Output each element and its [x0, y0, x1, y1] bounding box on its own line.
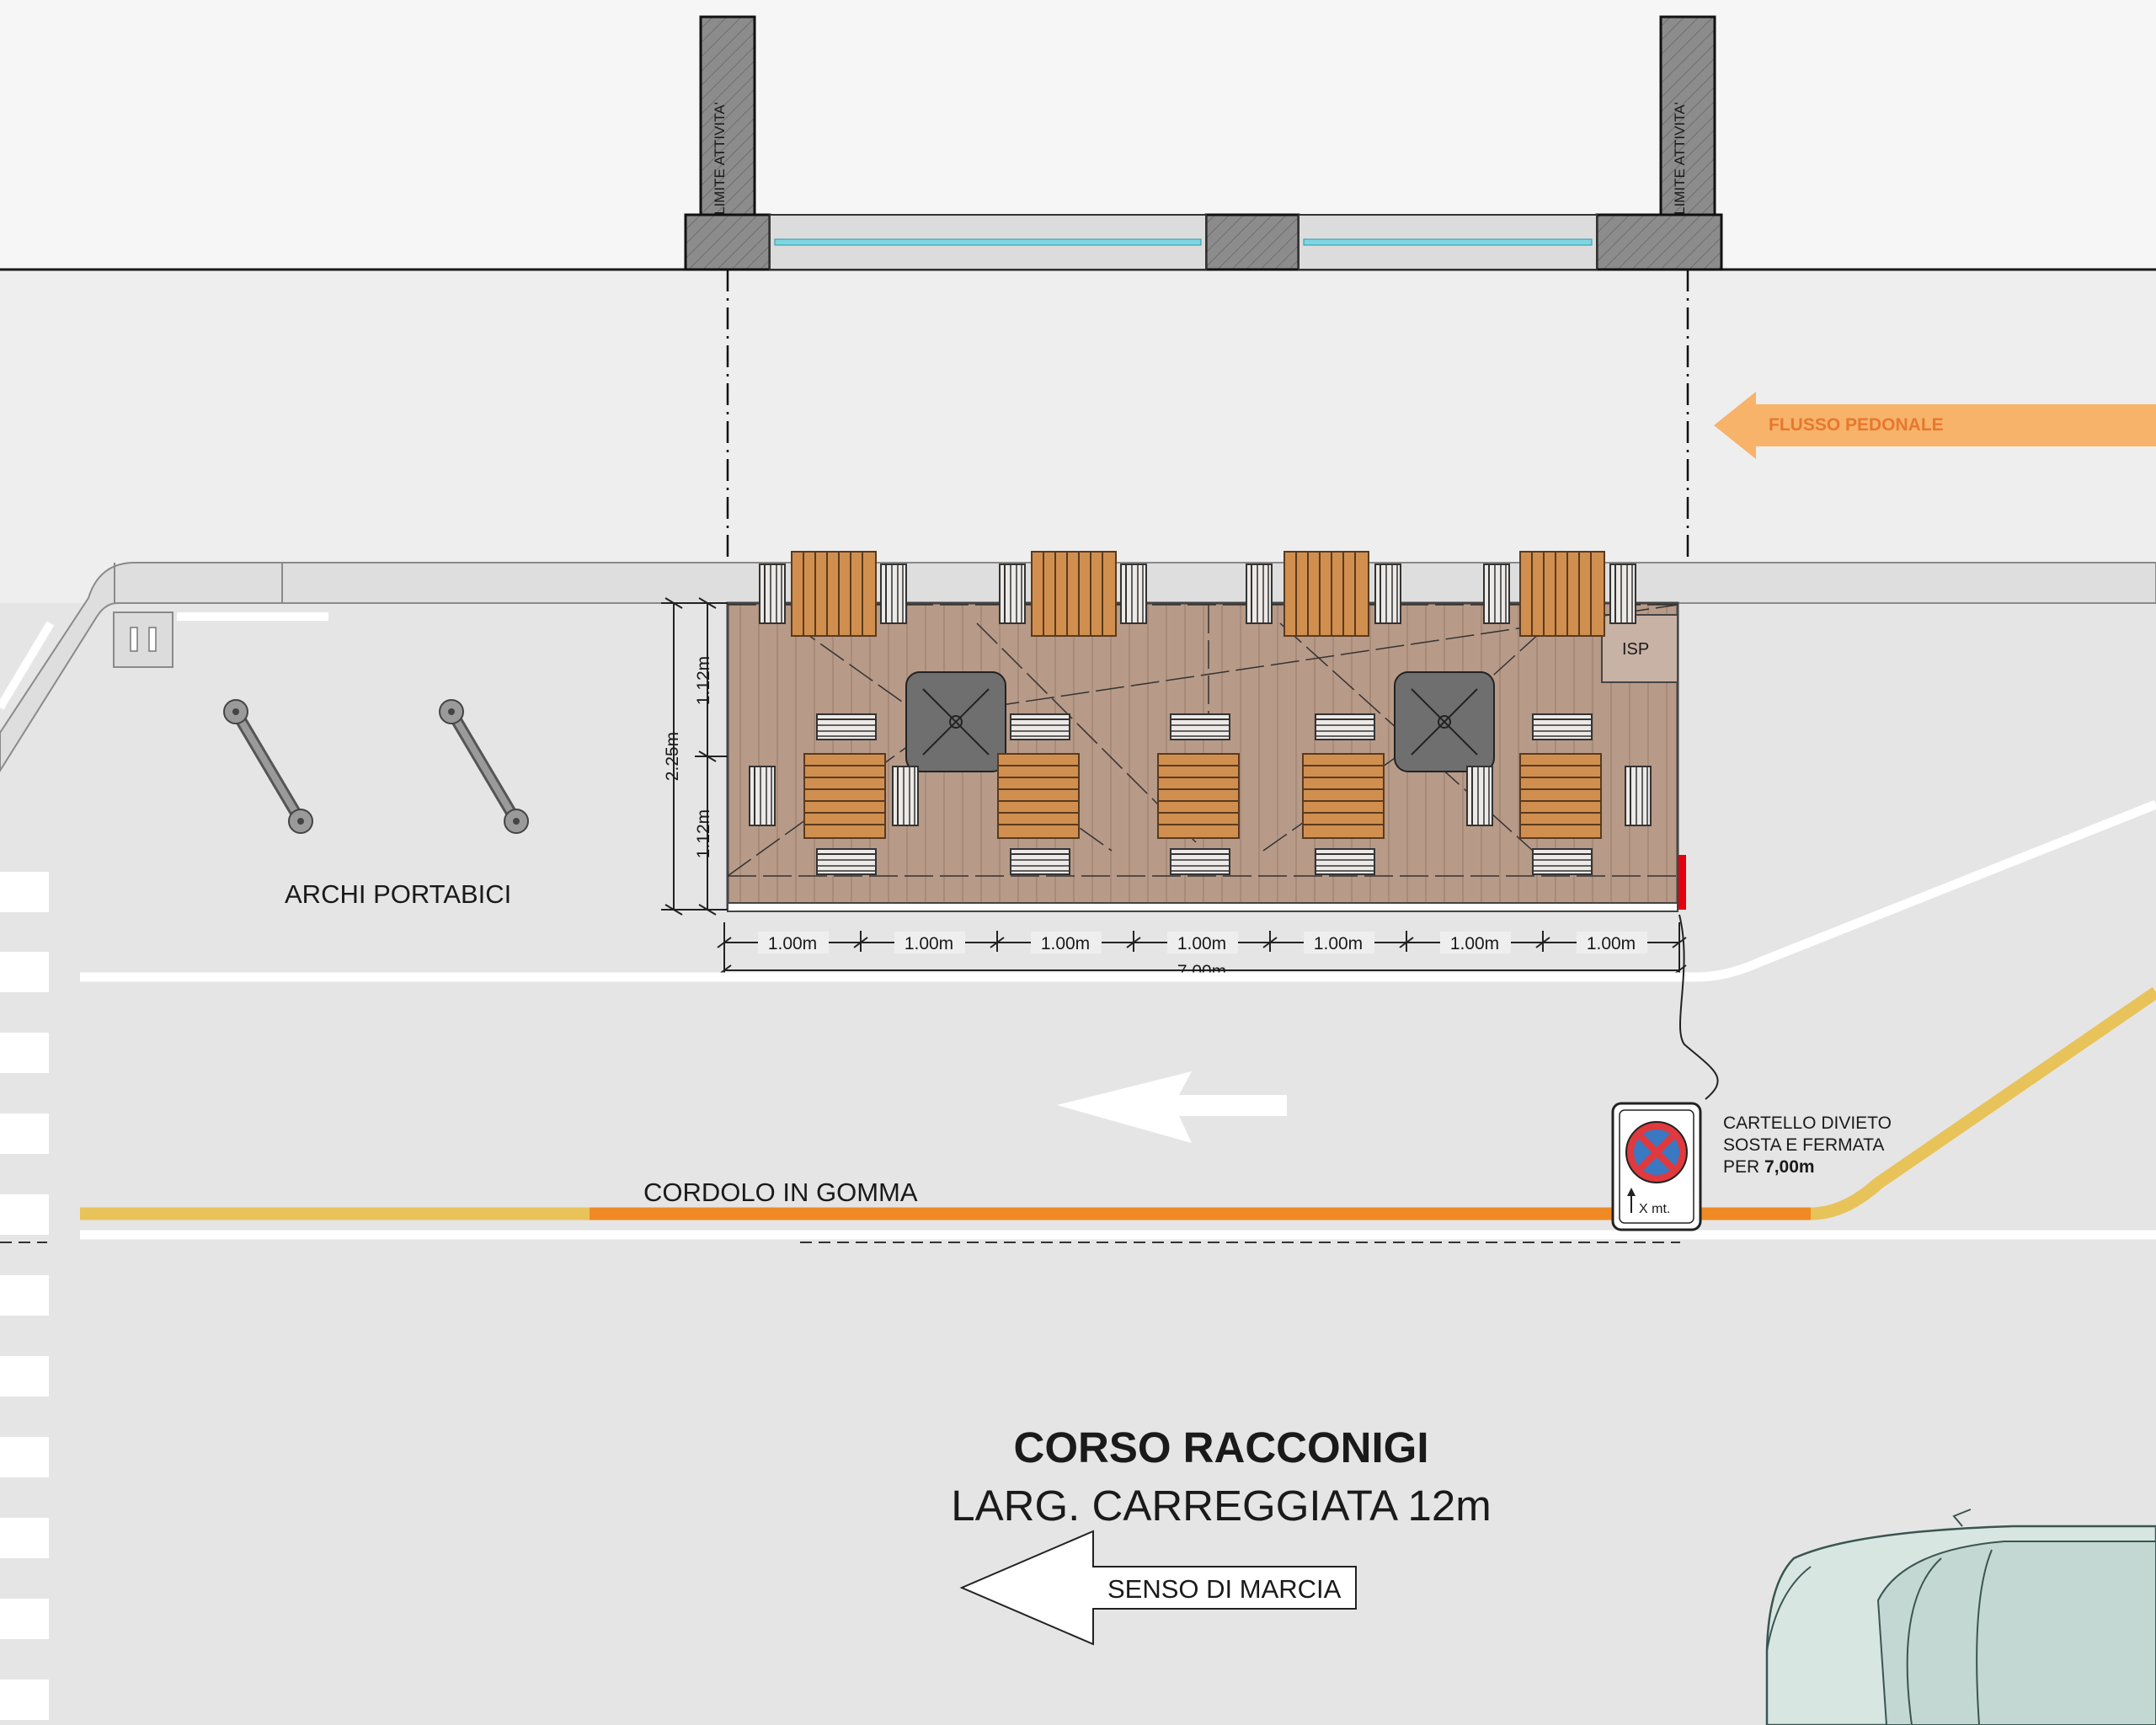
- limite-attivita-left-label: LIMITE ATTIVITA': [712, 102, 728, 215]
- pedestrian-flow-arrow: FLUSSO PEDONALE: [1714, 392, 2156, 459]
- deck-edge: [727, 902, 1678, 912]
- archi-portabici-label: ARCHI PORTABICI: [285, 879, 511, 909]
- module-labels: 1.00m 1.00m 1.00m 1.00m 1.00m 1.00m 1.00…: [758, 932, 1647, 953]
- glass-left: [774, 238, 1202, 246]
- top-table-set: [759, 551, 907, 637]
- umbrella: [1394, 671, 1495, 772]
- depth-dimensions: [661, 597, 728, 916]
- cordolo-in-gomma-label: CORDOLO IN GOMMA: [643, 1178, 918, 1207]
- table-set: [997, 713, 1080, 875]
- red-marker: [1678, 855, 1686, 910]
- pedestrian-crossing: [0, 872, 49, 1720]
- street-name: CORSO RACCONIGI: [1013, 1423, 1428, 1471]
- top-table-set: [999, 551, 1147, 637]
- lane-edge-curve: [1696, 799, 2156, 982]
- depth-bottom-label: 1.12m: [694, 809, 713, 858]
- cartello-label-line1: CARTELLO DIVIETO: [1723, 1114, 1892, 1133]
- sign-caption: X mt.: [1639, 1202, 1670, 1216]
- pillar-base-left: [684, 213, 771, 271]
- glass-right: [1303, 238, 1593, 246]
- module-length-label: 1.00m: [1587, 934, 1636, 953]
- depth-total-label: 2.25m: [663, 732, 682, 781]
- drain-grate: [113, 611, 173, 668]
- bike-racks: [223, 699, 529, 834]
- umbrella: [905, 671, 1006, 772]
- cartello-length: 7,00m: [1764, 1157, 1815, 1177]
- module-length-label: 1.00m: [768, 934, 817, 953]
- cartello-prefix: PER: [1723, 1157, 1764, 1177]
- dehors-platform: ISP: [726, 551, 1686, 912]
- top-table-set: [1483, 551, 1636, 637]
- bike-rack: [223, 699, 313, 834]
- table-set: [1302, 713, 1385, 875]
- module-length-label: 1.00m: [1314, 934, 1363, 953]
- depth-top-label: 1.12m: [694, 656, 713, 705]
- sidewalk-curb: [0, 562, 2156, 772]
- pillar-center: [1204, 213, 1300, 271]
- module-length-label: 1.00m: [1450, 934, 1499, 953]
- isp-label: ISP: [1622, 640, 1649, 659]
- pillar-base-right: [1595, 213, 1723, 271]
- cartello-label-line3: PER 7,00m: [1723, 1157, 1815, 1177]
- isp-box: [1601, 614, 1678, 683]
- car: [1765, 1509, 2156, 1725]
- no-stopping-sign: X mt.: [1611, 1102, 1702, 1231]
- limite-attivita-right-label: LIMITE ATTIVITA': [1672, 102, 1688, 215]
- module-length-label: 1.00m: [1041, 934, 1090, 953]
- module-length-label: 1.00m: [905, 934, 953, 953]
- travel-direction-arrow: [959, 1530, 1357, 1646]
- table-set: [1157, 713, 1240, 875]
- cartello-label-line2: SOSTA E FERMATA: [1723, 1135, 1884, 1155]
- cordolo-yellow-curve: [1810, 986, 2156, 1220]
- senso-di-marcia-label: SENSO DI MARCIA: [1107, 1574, 1342, 1604]
- top-table-set: [1246, 551, 1401, 637]
- carriageway-width: LARG. CARREGGIATA 12m: [951, 1482, 1491, 1530]
- bike-rack: [439, 699, 529, 834]
- sign-leader-line: [1678, 914, 1719, 1100]
- flusso-pedonale-label: FLUSSO PEDONALE: [1769, 415, 1944, 435]
- module-length-label: 1.00m: [1177, 934, 1226, 953]
- lane-direction-arrow: [1057, 1071, 1287, 1143]
